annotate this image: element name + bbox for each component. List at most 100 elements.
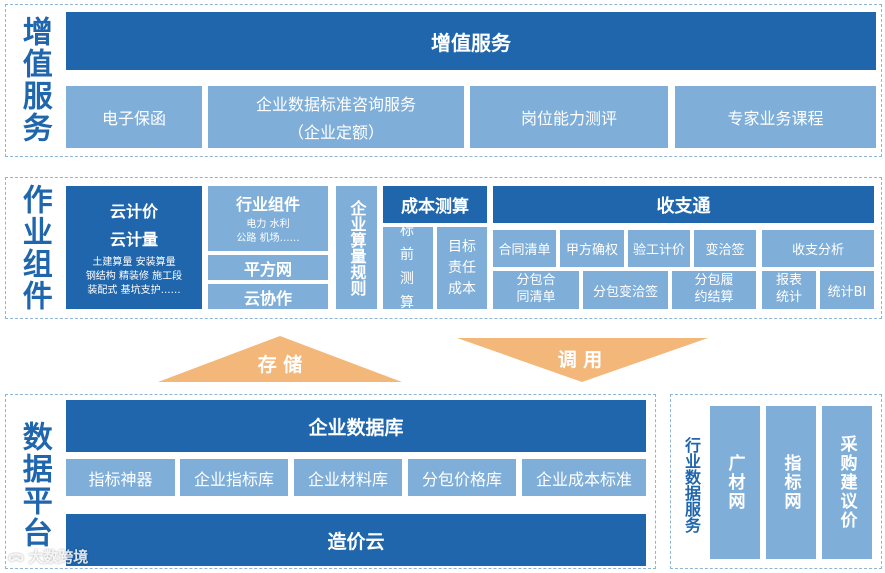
industry-components-box: 行业组件 电力 水利 公路 机场…… (208, 186, 328, 251)
guangcai-net: 广材网 (710, 406, 760, 559)
db-enterprise-indicators-text: 企业指标库 (193, 469, 274, 489)
cost-cloud-text: 造价云 (327, 530, 385, 553)
szt-stats-bi-text: 统计BI (827, 284, 867, 300)
industry-components-title: 行业组件 (235, 195, 300, 214)
szt-sub-settlement: 分包履 约结算 (672, 271, 756, 309)
szt-owner-confirm: 甲方确权 (560, 230, 624, 267)
yunxiezuo-text: 云协作 (243, 288, 292, 308)
szt-sub-contract-list-l2: 同清单 (516, 290, 556, 305)
szt-report-stats-l2: 统计 (775, 290, 802, 305)
cloud-quantity-title: 云计量 (109, 229, 158, 249)
indicator-net: 指标网 (766, 406, 816, 559)
enterprise-db: 企业数据库 (66, 400, 646, 452)
watermark: ᯅ 大数跨境 (8, 544, 138, 568)
cost-calc-target-line3: 成本 (448, 280, 476, 297)
szt-sub-change-sign: 分包变洽签 (583, 271, 668, 309)
service-e-guarantee: 电子保函 (66, 86, 202, 148)
cost-calc-target: 目标 责任 成本 (437, 227, 487, 309)
db-enterprise-materials: 企业材料库 (294, 459, 402, 496)
value-added-title: 增值服务 (66, 12, 876, 70)
service-data-standard-line1: 企业数据标准咨询服务 (255, 95, 416, 114)
db-cost-standards: 企业成本标准 (522, 459, 646, 496)
cloud-pricing-box: 云计价 云计量 土建算量 安装算量 钢结构 精装修 施工段 装配式 基坑支护…… (66, 186, 202, 309)
industry-components-detail-1: 电力 水利 (246, 219, 290, 230)
enterprise-rules-text: 企业算量规则 (347, 199, 367, 296)
szt-contract-list-text: 合同清单 (498, 243, 551, 258)
szt-sub-contract-list: 分包合 同清单 (493, 271, 579, 309)
value-added-label-text: 增值服务 (16, 16, 52, 144)
data-platform-section (5, 394, 656, 569)
cost-calc-target-line1: 目标 (448, 238, 476, 255)
db-cost-standards-text: 企业成本标准 (535, 469, 632, 489)
enterprise-rules-box: 企业算量规则 (336, 186, 377, 309)
yunxiezuo-box: 云协作 (208, 284, 328, 309)
work-components-section (5, 177, 882, 319)
service-expert-courses: 专家业务课程 (675, 86, 876, 148)
purchase-price-advice: 采购建议价 (822, 406, 872, 559)
value-added-label: 增值服务 (12, 10, 56, 150)
service-data-standard-line2: （企业定额） (287, 123, 384, 142)
cloud-pricing-detail-1: 土建算量 安装算量 (92, 256, 176, 268)
cost-calc-pre-bid: 标前测算 (383, 223, 433, 311)
indicator-net-text: 指标网 (780, 454, 801, 511)
industry-data-label-text: 行业数据服务 (682, 437, 701, 533)
service-job-assessment: 岗位能力测评 (470, 86, 668, 148)
service-data-standard-consulting: 企业数据标准咨询服务 （企业定额） (208, 86, 464, 148)
db-enterprise-materials-text: 企业材料库 (307, 469, 388, 489)
cost-calc-title-text: 成本测算 (401, 197, 469, 217)
pingfang-text: 平方网 (243, 259, 292, 279)
call-arrow-text: 调 用 (557, 349, 603, 371)
szt-work-valuation: 验工计价 (628, 230, 690, 267)
watermark-logo-icon: ᯅ (8, 547, 25, 565)
szt-work-valuation-text: 验工计价 (632, 243, 685, 258)
service-e-guarantee-text: 电子保函 (101, 109, 166, 128)
data-platform-label-text: 数据平台 (16, 421, 52, 549)
szt-report-stats: 报表 统计 (762, 271, 816, 309)
store-arrow-text: 存 储 (257, 354, 303, 376)
purchase-price-advice-text: 采购建议价 (836, 435, 857, 530)
szt-stats-bi: 统计BI (820, 271, 874, 309)
cloud-pricing-detail-2: 钢结构 精装修 施工段 (85, 270, 183, 282)
industry-data-label: 行业数据服务 (676, 405, 706, 565)
cost-calc-title: 成本测算 (383, 186, 487, 223)
industry-components-detail-2: 公路 机场…… (236, 233, 300, 244)
work-components-label-text: 作业组件 (16, 184, 52, 312)
work-components-label: 作业组件 (12, 182, 56, 314)
value-added-title-text: 增值服务 (431, 30, 511, 55)
db-indicator-tool: 指标神器 (66, 459, 175, 496)
szt-income-analysis: 收支分析 (762, 230, 874, 267)
industry-data-section (670, 394, 882, 569)
db-indicator-tool-text: 指标神器 (88, 469, 153, 489)
store-arrow-label: 存 储 (230, 350, 330, 377)
szt-sub-settlement-l1: 分包履 (694, 273, 734, 289)
szt-sub-settlement-l2: 约结算 (694, 290, 734, 305)
shouzhitong-title: 收支通 (493, 186, 874, 223)
szt-income-analysis-text: 收支分析 (791, 243, 844, 258)
szt-change-sign-text: 变洽签 (705, 243, 745, 258)
szt-contract-list: 合同清单 (493, 230, 556, 267)
pingfang-box: 平方网 (208, 255, 328, 280)
service-job-assessment-text: 岗位能力测评 (520, 109, 617, 128)
cloud-pricing-title: 云计价 (109, 201, 158, 221)
szt-report-stats-l1: 报表 (775, 273, 802, 289)
call-arrow-label: 调 用 (530, 345, 630, 372)
data-platform-label: 数据平台 (12, 410, 56, 560)
shouzhitong-title-text: 收支通 (656, 195, 711, 217)
cost-calc-target-line2: 责任 (448, 259, 476, 276)
szt-sub-change-sign-text: 分包变洽签 (592, 284, 658, 300)
watermark-text: 大数跨境 (28, 547, 89, 566)
guangcai-net-text: 广材网 (724, 454, 745, 511)
call-arrow (457, 338, 708, 382)
service-expert-courses-text: 专家业务课程 (727, 109, 824, 128)
value-added-section (5, 4, 882, 157)
enterprise-db-text: 企业数据库 (308, 416, 404, 439)
db-enterprise-indicators: 企业指标库 (180, 459, 288, 496)
store-arrow-shape (158, 336, 402, 382)
db-subcontract-prices-text: 分包价格库 (421, 469, 502, 489)
szt-owner-confirm-text: 甲方确权 (565, 243, 618, 258)
store-arrow (158, 336, 402, 382)
cost-cloud: 造价云 (66, 514, 646, 566)
cloud-pricing-detail-3: 装配式 基坑支护…… (87, 284, 181, 296)
szt-change-sign: 变洽签 (694, 230, 756, 267)
db-subcontract-prices: 分包价格库 (408, 459, 516, 496)
